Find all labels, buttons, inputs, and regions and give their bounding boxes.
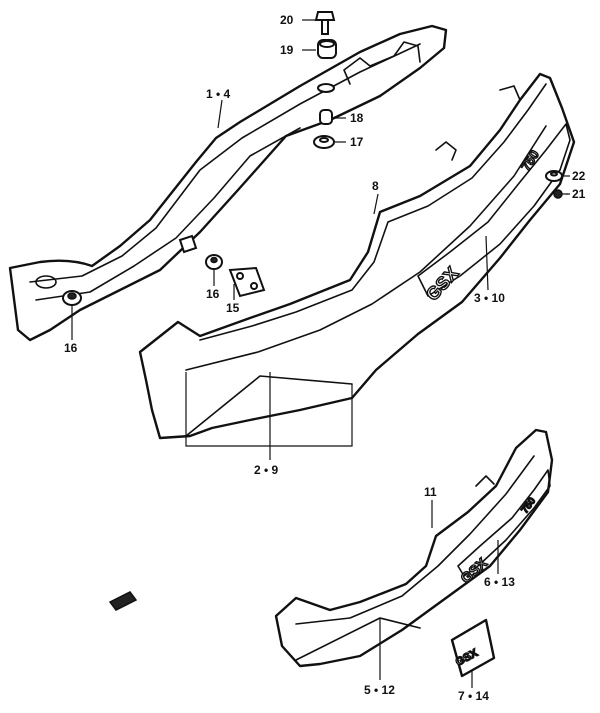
callout-16-rail: 16 — [64, 341, 78, 355]
callout-21: 21 — [572, 187, 586, 201]
collar-19 — [317, 39, 337, 59]
callout-16-mid: 16 — [206, 287, 220, 301]
part-frame-rail — [8, 24, 448, 342]
washer-rail — [317, 83, 335, 93]
leader-lines — [71, 19, 570, 688]
bolt-20 — [314, 11, 336, 35]
callout-18: 18 — [350, 111, 364, 125]
callout-15: 15 — [226, 301, 240, 315]
part-side-cover-small: GSX 750 — [274, 428, 554, 668]
callout-11: 11 — [424, 485, 437, 499]
callout-8: 8 — [372, 179, 379, 193]
callout-19: 19 — [280, 43, 294, 57]
bracket-rail — [178, 234, 198, 254]
callout-3-10: 3 • 10 — [474, 291, 505, 305]
grommet-22 — [545, 170, 563, 182]
hardware — [62, 11, 568, 611]
callout-7-14: 7 • 14 — [458, 689, 489, 703]
callout-20: 20 — [280, 13, 294, 27]
callout-6-13: 6 • 13 — [484, 575, 515, 589]
part-badge: GSX — [450, 618, 496, 678]
plate-15 — [228, 266, 266, 298]
grommet-16-mid — [205, 254, 223, 270]
callout-5-12: 5 • 12 — [364, 683, 395, 697]
part-side-cover-large: GSX 750 — [138, 72, 576, 440]
callout-1-4: 1 • 4 — [206, 87, 231, 101]
emblem-fragment — [108, 591, 138, 611]
callout-2-9: 2 • 9 — [254, 463, 279, 477]
grommet-16-rail — [62, 290, 82, 306]
grommet-17 — [313, 135, 335, 149]
callout-17: 17 — [350, 135, 364, 149]
callout-22: 22 — [572, 169, 586, 183]
callouts: 20 19 1 • 4 18 17 8 22 21 16 16 15 3 • 1… — [64, 13, 586, 703]
spacer-18 — [319, 109, 333, 125]
screw-21 — [553, 189, 568, 199]
